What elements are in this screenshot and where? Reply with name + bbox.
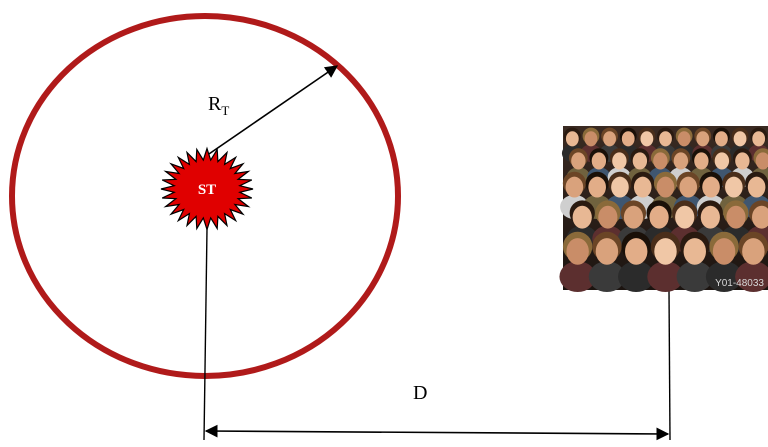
distance-label: D — [413, 382, 427, 404]
photo-watermark: Y01-48033 — [715, 278, 764, 289]
crowd-photo: Y01-48033 — [559, 126, 768, 292]
source-label: ST — [198, 182, 216, 198]
star-vertical-line — [203, 228, 208, 441]
radius-arrow — [205, 65, 339, 157]
radius-label: RT — [208, 93, 229, 118]
distance-arrow — [204, 424, 670, 441]
image-vertical-line — [668, 289, 671, 441]
